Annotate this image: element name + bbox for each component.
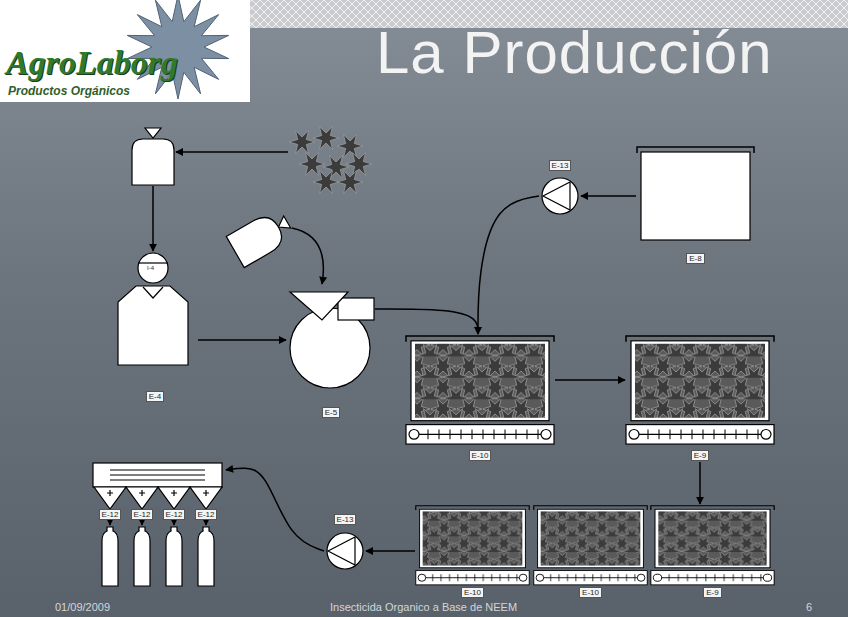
extraction-tank <box>406 336 554 444</box>
storage-tank: E-8 <box>636 146 755 264</box>
footer-text: Insecticida Organico a Base de NEEM <box>330 601 517 613</box>
feed-arrow <box>176 151 288 153</box>
bottling-filler <box>126 487 158 509</box>
equipment-tag: E-12 <box>131 509 154 520</box>
flow-arrow <box>375 309 478 334</box>
bottling-filler <box>166 527 182 586</box>
feed-arrow <box>152 186 154 251</box>
bottling-filler <box>110 479 205 480</box>
pump <box>327 533 363 569</box>
page-number: 6 <box>806 601 812 613</box>
additive-vessel <box>226 211 287 267</box>
logo-wordmark: AgroLaborg <box>6 44 178 82</box>
pump <box>543 182 570 210</box>
storage-tank <box>641 152 750 240</box>
bottling-filler <box>173 520 174 525</box>
equipment-tag: E-9 <box>691 450 709 461</box>
neem-leaves <box>337 171 363 194</box>
pump <box>328 537 355 565</box>
footer-date: 01/09/2009 <box>55 601 110 613</box>
grinder <box>290 292 348 320</box>
feed-arrow <box>292 228 323 284</box>
equipment-tag: E-9 <box>703 587 721 598</box>
pump <box>542 178 578 214</box>
flow-arrow <box>226 468 324 551</box>
bottling-filler <box>110 469 205 470</box>
bottling-filler <box>110 474 205 475</box>
extraction-tank <box>406 336 774 585</box>
slide-title: La Producción <box>376 18 773 88</box>
dryer <box>138 253 168 283</box>
extraction-tank <box>626 336 774 444</box>
equipment-tag: E-5 <box>322 407 340 418</box>
bottling-filler <box>139 490 145 496</box>
extraction-tank: E-10 <box>405 335 555 461</box>
bottling-filler <box>107 490 113 496</box>
flow-arrow <box>478 196 539 334</box>
dryer <box>118 253 188 365</box>
equipment-tag: E-13 <box>334 514 357 525</box>
extraction-tank: E-9 <box>625 335 775 461</box>
pump: E-13 <box>540 160 580 214</box>
flow-arrow <box>581 195 636 197</box>
hopper <box>145 128 161 138</box>
flow-arrow <box>699 462 701 504</box>
bottling-filler <box>93 463 222 487</box>
neem-leaves <box>289 131 315 154</box>
extraction-tank <box>651 506 774 585</box>
extraction-tank: E-10 <box>415 505 530 598</box>
dryer <box>118 286 188 365</box>
equipment-tag: E-10 <box>469 450 492 461</box>
bottling-filler <box>94 487 126 509</box>
flow-arrow <box>198 339 286 341</box>
dryer <box>138 262 168 263</box>
bottling-filler <box>158 487 190 509</box>
bottling-filler: E-12 E-12 E-12 E-12 <box>90 461 225 521</box>
bottling-filler <box>203 490 209 496</box>
neem-leaves <box>337 135 363 158</box>
storage-tank <box>637 147 754 240</box>
bottling-filler <box>134 527 150 586</box>
bottling-filler <box>93 463 222 586</box>
bottling-filler <box>109 520 110 525</box>
equipment-tag: E-12 <box>195 509 218 520</box>
bottling-filler <box>198 527 214 586</box>
grinder <box>338 298 374 320</box>
equipment-tag: E-13 <box>549 160 572 171</box>
neem-leaves <box>313 171 339 194</box>
logo-tagline: Productos Orgánicos <box>8 84 130 98</box>
extraction-tank: E-9 <box>650 505 775 598</box>
bottling-filler <box>171 490 177 496</box>
dryer <box>143 287 163 298</box>
equipment-tag: E-10 <box>579 587 602 598</box>
additive-vessel <box>275 216 291 233</box>
grinder <box>290 292 374 388</box>
equipment-tag: E-12 <box>163 509 186 520</box>
extraction-tank <box>534 506 647 585</box>
neem-leaves <box>313 127 339 150</box>
flow-arrow <box>555 379 625 381</box>
pump: E-13 <box>325 514 365 569</box>
equipment-tag: E-8 <box>686 253 704 264</box>
equipment-tag: E-12 <box>99 509 122 520</box>
bottling-filler <box>141 520 142 525</box>
hopper <box>132 128 174 185</box>
callout-number: I-4 <box>147 265 154 271</box>
dryer: E-4 <box>112 250 198 402</box>
grinder: E-5 <box>288 288 374 418</box>
bottling-filler <box>190 487 222 509</box>
neem-leaves <box>289 127 372 194</box>
additive-vessel <box>226 206 296 267</box>
extraction-tank: E-10 <box>533 505 648 598</box>
extraction-tank <box>416 506 529 585</box>
bottling-filler <box>205 520 206 525</box>
bottling-filler <box>102 527 118 586</box>
equipment-tag: E-10 <box>461 587 484 598</box>
flow-arrow <box>366 550 415 552</box>
equipment-tag: E-4 <box>146 391 164 402</box>
hopper <box>132 139 174 185</box>
neem-leaves <box>346 153 372 176</box>
